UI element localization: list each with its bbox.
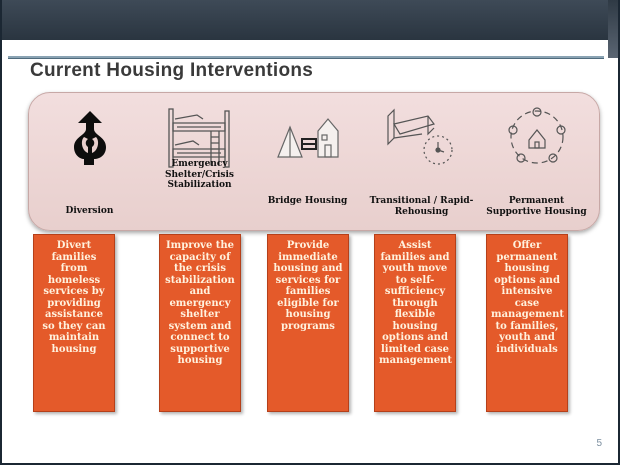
intervention-description: Provide immediate housing and services f…	[273, 240, 343, 332]
intervention-card-emergency-shelter: Improve the capacity of the crisis stabi…	[159, 234, 241, 412]
interventions-header-band: Diversion Emergency Shelter/Crisis Stabi…	[28, 92, 600, 231]
intervention-label: Transitional / Rapid-Rehousing	[369, 196, 474, 217]
intervention-header-emergency-shelter: Emergency Shelter/Crisis Stabilization	[147, 93, 252, 230]
intervention-card-bridge-housing: Provide immediate housing and services f…	[267, 234, 349, 412]
intervention-card-transitional: Assist families and youth move to self-s…	[374, 234, 456, 412]
intervention-header-permanent-supportive: Permanent Supportive Housing	[484, 93, 589, 230]
intervention-header-transitional: Transitional / Rapid-Rehousing	[369, 93, 474, 230]
title-accent-line-shadow	[8, 58, 604, 59]
intervention-card-permanent-supportive: Offer permanent housing options and inte…	[486, 234, 568, 412]
circle-of-people-around-house-icon	[484, 103, 589, 171]
intervention-description: Offer permanent housing options and inte…	[491, 240, 564, 355]
intervention-description: Divert families from homeless services b…	[42, 240, 106, 355]
intervention-description: Assist families and youth move to self-s…	[379, 240, 452, 366]
intervention-header-diversion: Diversion	[37, 93, 142, 230]
slide-title: Current Housing Interventions	[30, 60, 314, 81]
diverging-arrows-icon	[37, 103, 142, 171]
intervention-label: Emergency Shelter/Crisis Stabilization	[165, 159, 234, 190]
intervention-label: Diversion	[65, 206, 114, 216]
intervention-label: Bridge Housing	[267, 196, 348, 206]
page-number: 5	[596, 438, 602, 449]
title-accent-line	[8, 56, 604, 58]
intervention-label: Permanent Supportive Housing	[486, 196, 587, 217]
bunk-bed-icon	[147, 103, 252, 171]
slide-header-bar	[2, 0, 618, 40]
intervention-description: Improve the capacity of the crisis stabi…	[165, 240, 235, 366]
intervention-card-diversion: Divert families from homeless services b…	[33, 234, 115, 412]
intervention-header-bridge-housing: Bridge Housing	[255, 93, 360, 230]
slide-header-edge	[608, 0, 618, 58]
bed-and-clock-icon	[369, 103, 474, 171]
tent-bridge-house-icon	[255, 103, 360, 171]
